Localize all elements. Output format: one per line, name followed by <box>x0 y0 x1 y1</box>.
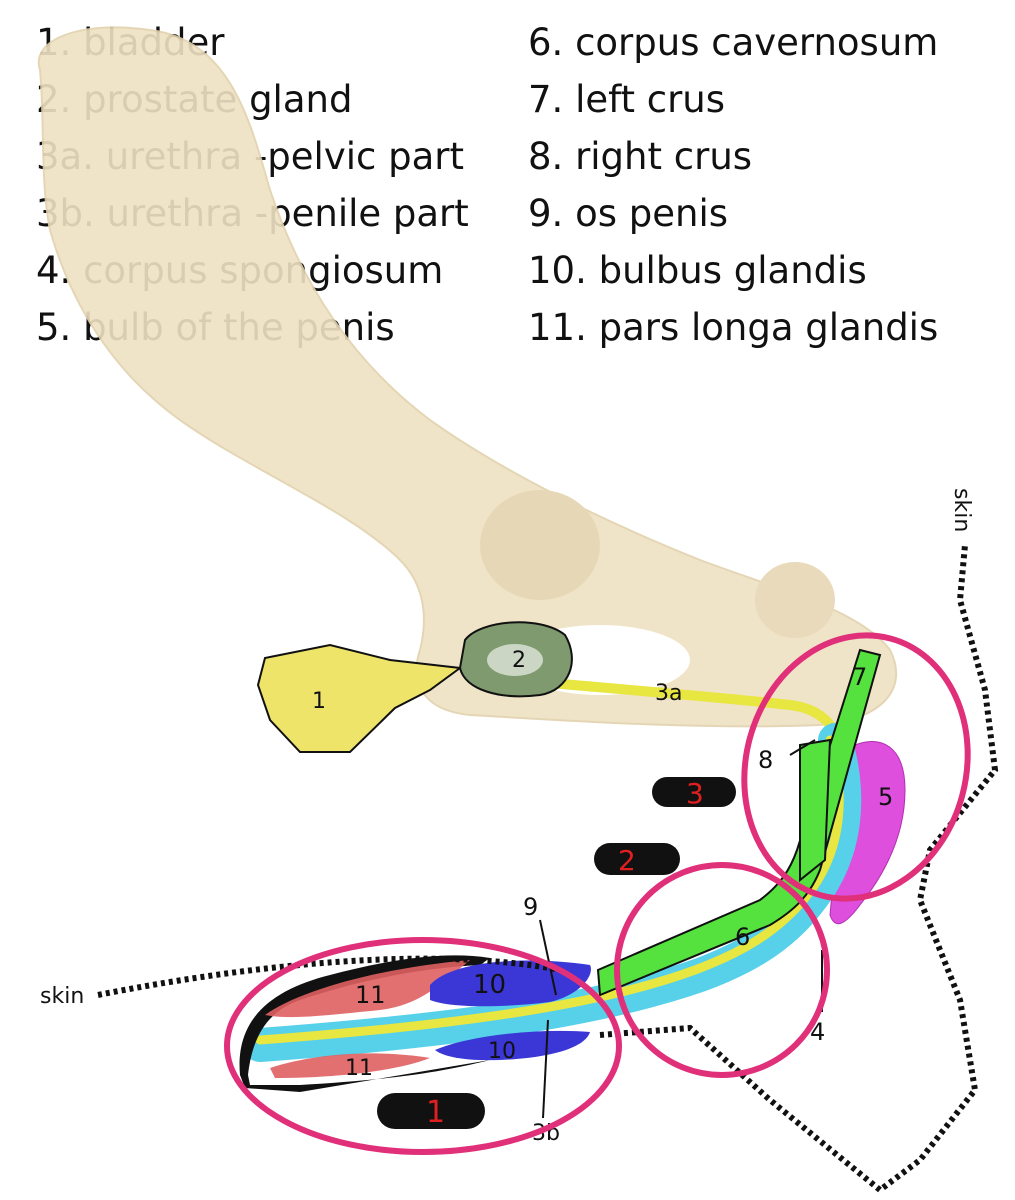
label-10a: 10 <box>473 970 506 1000</box>
legend-item-right-crus: 8. right crus <box>528 135 753 178</box>
skin-line-ventral <box>97 544 999 1194</box>
legend-item-bulbus-glandis: 10. bulbus glandis <box>528 249 867 292</box>
label-11b: 11 <box>345 1056 373 1081</box>
label-6: 6 <box>735 923 750 951</box>
skin-label-right: skin <box>949 488 974 532</box>
label-1: 1 <box>312 689 326 714</box>
urethra-pelvic-part <box>515 675 840 740</box>
skin-label-left: skin <box>40 984 84 1009</box>
highlight-circle-shaft <box>614 862 830 1078</box>
highlight-circle-glans <box>224 937 622 1155</box>
right-crus <box>799 738 832 883</box>
label-8: 8 <box>758 746 773 774</box>
label-9: 9 <box>523 893 538 921</box>
marker-3-text: 3 <box>686 777 704 810</box>
legend-item-corpus-cavernosum: 6. corpus cavernosum <box>528 21 939 64</box>
highlight-circle-crura <box>741 632 971 902</box>
bladder-shape <box>256 643 463 753</box>
glans-outline <box>239 955 490 1092</box>
label-11a: 11 <box>355 981 386 1009</box>
label-10b: 10 <box>488 1039 516 1064</box>
marker-2-text: 2 <box>618 844 636 877</box>
legend-item-pars-longa-glandis: 11. pars longa glandis <box>528 306 939 349</box>
label-5: 5 <box>878 783 893 811</box>
legend-item-os-penis: 9. os penis <box>528 192 728 235</box>
marker-3-pill <box>652 777 736 807</box>
marker-2-pill <box>594 843 680 875</box>
label-3a: 3a <box>655 681 682 706</box>
label-7: 7 <box>852 663 867 691</box>
label-2: 2 <box>512 648 526 673</box>
pars-longa-glandis-lower <box>270 1053 430 1078</box>
marker-1-pill <box>377 1093 485 1129</box>
urethra-penile-part <box>255 735 844 1045</box>
bulbus-glandis-lower <box>435 1030 590 1061</box>
legend-item-left-crus: 7. left crus <box>528 78 726 121</box>
pelvis-bone <box>37 26 898 728</box>
corpus-spongiosum <box>243 723 862 1062</box>
legend-right-column: 6. corpus cavernosum 7. left crus 8. rig… <box>528 14 938 356</box>
pars-longa-glandis-upper <box>265 960 470 1018</box>
marker-1-text: 1 <box>426 1095 445 1130</box>
